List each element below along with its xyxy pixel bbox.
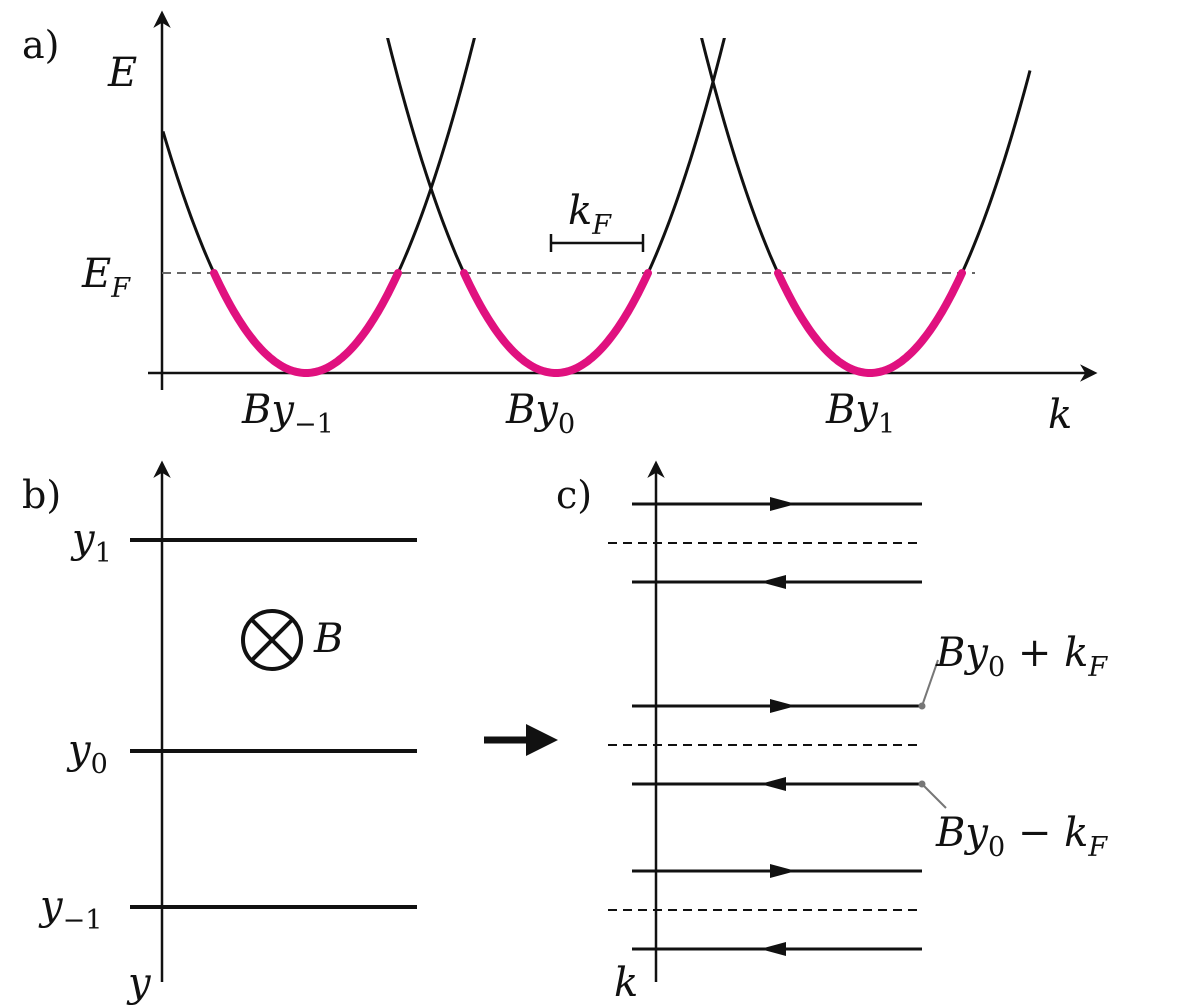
band-parabola-1 [386, 38, 726, 375]
right-arrow-icon [770, 497, 796, 511]
occupied-band-2 [774, 269, 966, 377]
center-label-minus-1: By−1 [241, 387, 334, 440]
y-axis-label: y [126, 960, 152, 1005]
occupied-band-0 [210, 269, 402, 377]
annotation-leader-lower [918, 780, 947, 809]
field-label: B [313, 616, 343, 662]
panel-c-label: c) [556, 473, 592, 517]
left-arrow-icon [760, 942, 786, 956]
k-axis-label: k [614, 960, 638, 1005]
panel-b-label: b) [22, 473, 61, 517]
energy-axis-label: E [107, 50, 137, 96]
center-label-0: By0 [505, 387, 575, 440]
label-y0: y0 [66, 727, 108, 780]
fermi-level-label: EF [81, 251, 131, 304]
annotation-upper: By0 + kF [935, 630, 1108, 683]
mapping-arrow-icon [484, 724, 558, 756]
left-arrow-icon [760, 777, 786, 791]
band-parabolas [161, 38, 1032, 375]
annotation-lower: By0 − kF [935, 810, 1108, 863]
left-arrow-icon [760, 575, 786, 589]
field-into-page-icon [241, 609, 303, 671]
panel-c: c) k By0 + kF By [556, 460, 1108, 1005]
center-label-1: By1 [825, 387, 895, 440]
kf-bracket [549, 234, 645, 252]
kf-label: kF [568, 188, 612, 241]
band-parabola-0 [161, 38, 476, 375]
momentum-axis-label: k [1048, 392, 1072, 438]
panel-a-label: a) [22, 23, 59, 67]
annotation-leader-upper [918, 659, 939, 710]
panel-b: b) y y1 y0 y−1 B [22, 460, 417, 1005]
panel-a: a) E k EF kF By−1 By0 By1 [22, 10, 1098, 440]
label-y1: y1 [70, 516, 112, 569]
label-y-minus-1: y−1 [38, 883, 102, 936]
right-arrow-icon [770, 864, 796, 878]
band-parabola-2 [700, 38, 1032, 375]
occupied-states [210, 269, 966, 377]
occupied-band-1 [460, 269, 652, 377]
right-arrow-icon [770, 699, 796, 713]
